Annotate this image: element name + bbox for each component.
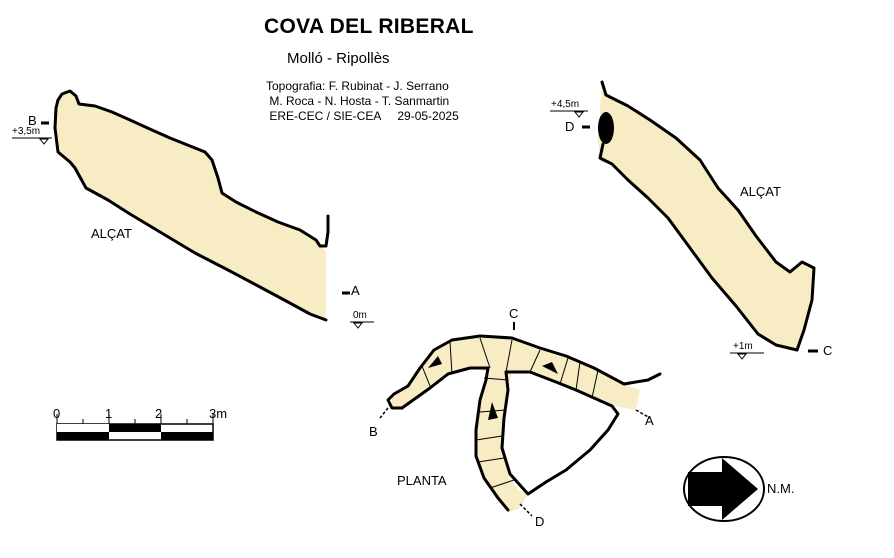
north-label: N.M. [767,481,795,496]
right-elev-c-label: +1m [733,341,753,352]
right-elevation-passage [598,82,814,350]
left-elevation [12,89,374,329]
north-arrow-icon [683,456,765,522]
credits-line: Topografia: F. Rubinat - J. Serrano [266,79,449,93]
credits-line: M. Roca - N. Hosta - T. Sanmartin [266,94,450,108]
left-view-label: ALÇAT [91,226,132,241]
flow-arrow-icon [542,362,558,374]
scale-tick-label: 1 [105,406,113,421]
left-elevation-lower-wall [53,126,328,322]
elevation-datum-triangle [352,322,364,329]
left-point-a-label: A [351,283,360,298]
flow-arrow-icon [428,356,442,368]
shaft-opening-d [598,112,614,144]
right-point-c-label: C [823,343,833,358]
plan-passage-fill [392,336,640,512]
plan-point-c-label: C [509,306,519,321]
plan-inner-wall-north [400,366,510,512]
scale-tick-label: 0 [53,406,61,421]
right-point-d-label: D [565,119,575,134]
plan-outer-wall [386,334,662,410]
page-title: COVA DEL RIBERAL [264,15,474,38]
plan-point-a-label: A [645,413,654,428]
plan-view [379,322,662,517]
point-a-marker [635,409,651,419]
right-elevation-lower-wall [598,142,799,352]
point-d-marker [519,503,533,517]
plan-cross-sections [421,337,599,489]
page-subtitle: Molló - Ripollès [287,50,390,67]
left-elev-b-label: +3,5m [12,126,41,137]
plan-point-d-label: D [535,514,545,529]
elevation-datum-triangle [573,111,585,118]
scale-tick-label: 2 [155,406,163,421]
right-elev-d-label: +4,5m [551,99,580,110]
left-elevation-passage [55,91,326,320]
plan-view-label: PLANTA [397,473,447,488]
point-b-marker [379,407,389,419]
left-elev-a-label: 0m [353,310,367,321]
right-view-label: ALÇAT [740,184,781,199]
scale-bar [56,414,214,441]
right-elevation [550,80,818,360]
flow-arrow-icon [488,402,498,420]
survey-credits: Topografia: F. Rubinat - J. Serrano M. R… [266,79,459,124]
elevation-datum-triangle [736,353,748,360]
elevation-datum-triangle [38,138,50,145]
plan-point-b-label: B [369,424,378,439]
left-elevation-upper-wall [53,89,330,248]
plan-inner-wall-south [500,370,620,496]
credits-line: ERE-CEC / SIE-CEA 29-05-2025 [266,109,459,123]
left-point-b-label: B [28,113,37,128]
scale-tick-label: 3m [209,406,228,421]
right-elevation-upper-wall [600,80,816,352]
